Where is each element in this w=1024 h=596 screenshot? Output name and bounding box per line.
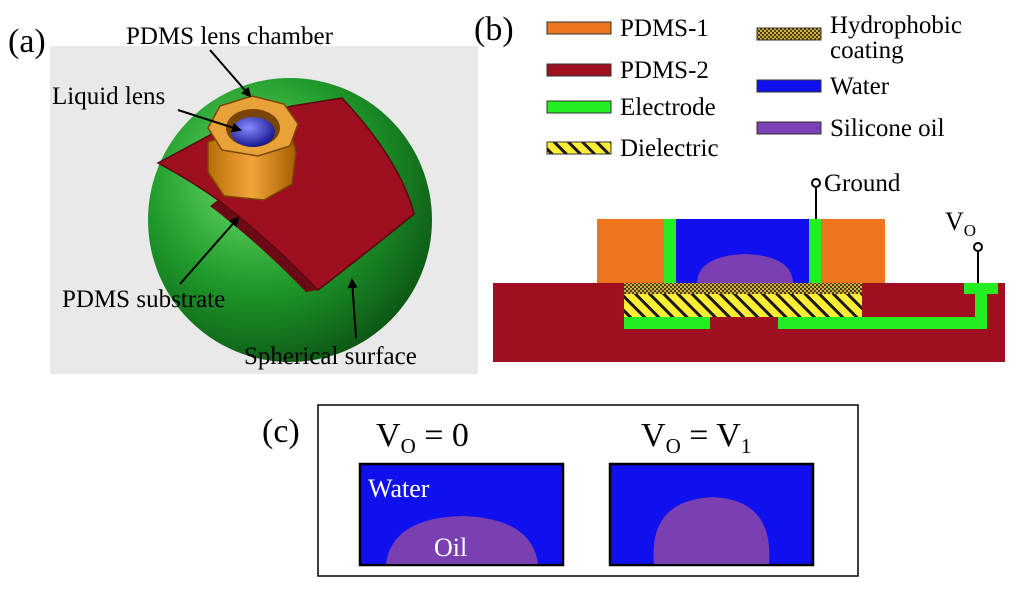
legend-swatch-hydrophobic-coating — [756, 27, 822, 41]
legend-item-water: Water — [756, 73, 890, 100]
panel-c: (c) VO = 0 VO = V1 Water Oil — [262, 404, 859, 577]
ground-terminal — [811, 178, 821, 188]
state-box-on — [608, 462, 815, 567]
oil-droplet-flat — [386, 516, 538, 564]
pdms-1-left-wall — [597, 219, 664, 283]
bottom-electrode-left — [624, 317, 710, 329]
label-pdms-lens-chamber: PDMS lens chamber — [126, 23, 334, 50]
legend-swatch-pdms-1 — [546, 21, 612, 35]
silicone-oil-droplet — [697, 254, 793, 283]
legend: PDMS-1 PDMS-2 Electrode Dielectric Hydro… — [546, 12, 962, 162]
liquid-lens-illustration — [231, 117, 275, 147]
bottom-electrode-right — [778, 317, 987, 329]
panel-b: (b) PDMS-1 PDMS-2 Electrode Dielectric H… — [474, 11, 1005, 362]
voltage-subscript: O — [964, 221, 976, 240]
label-spherical-surface: Spherical surface — [244, 343, 417, 370]
label-pdms-substrate: PDMS substrate — [62, 286, 225, 313]
pdms-1-right-wall — [821, 219, 885, 283]
legend-label-dielectric: Dielectric — [620, 135, 719, 162]
legend-swatch-water — [756, 79, 822, 93]
legend-item-hydrophobic-coating: Hydrophobic coating — [756, 12, 962, 64]
arrow-liquid-lens — [177, 109, 242, 133]
arrow-spherical-surface — [347, 278, 358, 339]
electrode-right-wall — [809, 219, 821, 283]
label-liquid-lens: Liquid lens — [52, 83, 165, 110]
hydrophobic-coating-layer — [624, 283, 862, 294]
bottom-electrode-riser — [975, 283, 987, 329]
panel-c-label: (c) — [262, 413, 300, 450]
panel-a-label: (a) — [8, 23, 46, 60]
arrow-pdms-substrate — [179, 216, 240, 285]
voltage-label: VO — [945, 207, 976, 240]
oil-droplet-rounded — [653, 497, 770, 564]
electrode-left-wall — [664, 219, 676, 283]
legend-swatch-dielectric — [546, 141, 612, 155]
legend-label-silicone-oil: Silicone oil — [830, 115, 945, 142]
water-label: Water — [368, 474, 430, 503]
legend-item-silicone-oil: Silicone oil — [756, 115, 945, 142]
legend-label-water: Water — [830, 73, 890, 100]
dielectric-layer — [624, 294, 862, 317]
bottom-electrode-pad — [964, 283, 998, 294]
ground-label: Ground — [824, 170, 901, 197]
panel-b-label: (b) — [474, 11, 514, 48]
legend-swatch-electrode — [546, 100, 612, 114]
lens-chamber-illustration — [207, 95, 299, 201]
right-condition-title: VO = V1 — [641, 417, 751, 458]
legend-label-pdms-1: PDMS-1 — [620, 15, 709, 42]
device-cross-section: Ground VO — [493, 170, 1005, 362]
legend-label-pdms-2: PDMS-2 — [620, 57, 709, 84]
legend-item-pdms-1: PDMS-1 — [546, 15, 709, 42]
left-condition-title: VO = 0 — [376, 417, 469, 458]
legend-item-dielectric: Dielectric — [546, 135, 719, 162]
voltage-terminal — [973, 242, 983, 252]
legend-swatch-pdms-2 — [546, 63, 612, 77]
arrow-lens-chamber — [209, 49, 252, 98]
panel-a: (a) PDMS lens chamber Liquid lens PDMS s… — [8, 23, 478, 374]
state-box-off: Water Oil — [358, 462, 565, 567]
legend-item-pdms-2: PDMS-2 — [546, 57, 709, 84]
legend-label-electrode: Electrode — [620, 94, 716, 121]
oil-label: Oil — [434, 533, 467, 562]
legend-swatch-silicone-oil — [756, 121, 822, 135]
legend-item-electrode: Electrode — [546, 94, 716, 121]
legend-label-hydrophobic-line2: coating — [830, 37, 904, 64]
legend-label-hydrophobic-line1: Hydrophobic — [830, 12, 962, 39]
